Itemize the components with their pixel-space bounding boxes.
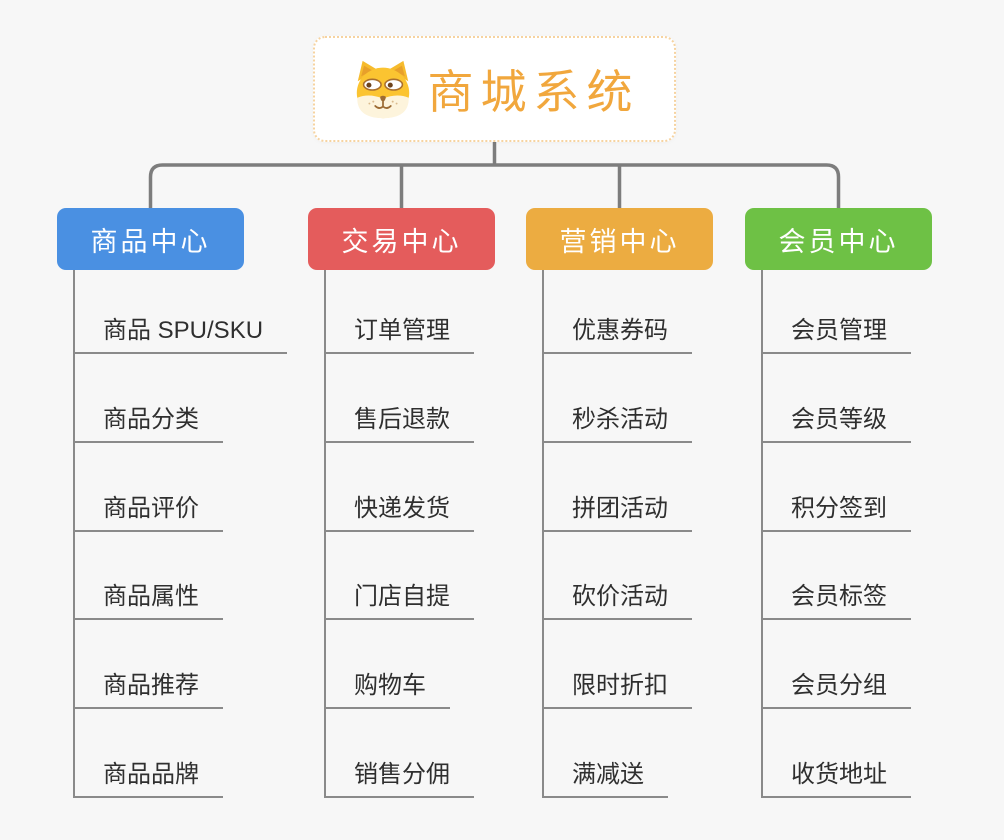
branch-node-trade[interactable]: 交易中心 [308, 208, 495, 270]
branch-trunk-line [73, 270, 75, 798]
leaf-item[interactable]: 收货地址 [761, 754, 911, 798]
branch-node-marketing[interactable]: 营销中心 [526, 208, 713, 270]
branch-leaves-marketing: 优惠券码 秒杀活动 拼团活动 砍价活动 限时折扣 满减送 [542, 270, 806, 798]
branch-leaves-product: 商品 SPU/SKU 商品分类 商品评价 商品属性 商品推荐 商品品牌 [73, 270, 337, 798]
leaf-item[interactable]: 门店自提 [324, 576, 474, 621]
branch-leaves-trade: 订单管理 售后退款 快递发货 门店自提 购物车 销售分佣 [324, 270, 588, 798]
leaf-item[interactable]: 订单管理 [324, 310, 474, 354]
leaf-item[interactable]: 会员等级 [761, 399, 911, 443]
branch-trunk-line [761, 270, 763, 798]
branch-node-member[interactable]: 会员中心 [745, 208, 932, 270]
leaf-item[interactable]: 快递发货 [324, 488, 474, 532]
branch-column-member: 会员中心 会员管理 会员等级 积分签到 会员标签 会员分组 收货地址 [745, 208, 1004, 798]
bus-line [148, 163, 841, 208]
leaf-item[interactable]: 商品品牌 [73, 754, 223, 798]
leaf-item[interactable]: 限时折扣 [542, 665, 692, 710]
leaf-item[interactable]: 拼团活动 [542, 488, 692, 532]
leaf-item[interactable]: 积分签到 [761, 488, 911, 532]
leaf-item[interactable]: 购物车 [324, 665, 450, 710]
leaf-item[interactable]: 商品分类 [73, 399, 223, 443]
leaf-item[interactable]: 会员标签 [761, 576, 911, 621]
leaf-item[interactable]: 砍价活动 [542, 576, 692, 621]
branch-column-marketing: 营销中心 优惠券码 秒杀活动 拼团活动 砍价活动 限时折扣 满减送 [526, 208, 806, 798]
branch-column-product: 商品中心 商品 SPU/SKU 商品分类 商品评价 商品属性 商品推荐 商品品牌 [57, 208, 337, 798]
leaf-item[interactable]: 秒杀活动 [542, 399, 692, 443]
leaf-item[interactable]: 优惠券码 [542, 310, 692, 354]
branch-node-product[interactable]: 商品中心 [57, 208, 244, 270]
leaf-item[interactable]: 会员管理 [761, 310, 911, 354]
leaf-item[interactable]: 商品评价 [73, 488, 223, 532]
branch-column-trade: 交易中心 订单管理 售后退款 快递发货 门店自提 购物车 销售分佣 [308, 208, 588, 798]
root-node[interactable]: 商城系统 [313, 36, 676, 142]
leaf-item[interactable]: 满减送 [542, 754, 668, 798]
leaf-item[interactable]: 商品属性 [73, 576, 223, 621]
dog-icon [356, 60, 409, 119]
leaf-item[interactable]: 销售分佣 [324, 754, 474, 798]
leaf-item[interactable]: 会员分组 [761, 665, 911, 710]
branch-trunk-line [542, 270, 544, 798]
leaf-item[interactable]: 商品 SPU/SKU [73, 310, 288, 354]
leaf-item[interactable]: 售后退款 [324, 399, 474, 443]
branch-trunk-line [324, 270, 326, 798]
branch-leaves-member: 会员管理 会员等级 积分签到 会员标签 会员分组 收货地址 [761, 270, 1004, 798]
root-title: 商城系统 [427, 66, 640, 118]
leaf-item[interactable]: 商品推荐 [73, 665, 223, 710]
